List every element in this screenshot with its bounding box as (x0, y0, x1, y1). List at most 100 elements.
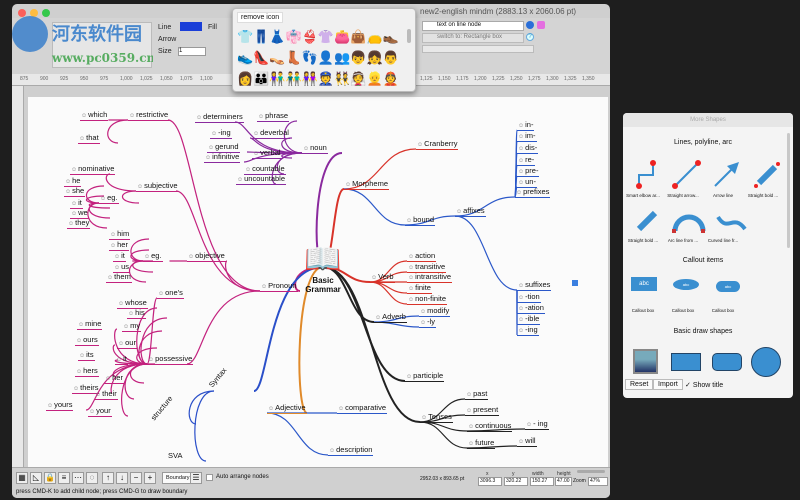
mindmap-node[interactable]: theirs (72, 384, 100, 394)
resize-handle[interactable] (572, 280, 578, 286)
mindmap-node[interactable]: past (465, 390, 489, 400)
mindmap-node[interactable]: it (115, 355, 128, 365)
mindmap-node[interactable]: participle (405, 372, 445, 382)
ungroup-icon[interactable]: ◌ (86, 472, 98, 484)
mindmap-node[interactable]: one's (157, 289, 184, 299)
mindmap-node[interactable]: will (517, 437, 537, 447)
mindmap-node[interactable]: in- (517, 121, 535, 131)
mindmap-node[interactable]: his (127, 309, 146, 319)
icon-well[interactable] (422, 45, 534, 53)
mindmap-node[interactable]: comparative (337, 404, 387, 414)
mindmap-node[interactable]: Tenses (420, 413, 453, 423)
mindmap-node[interactable]: your (88, 407, 112, 417)
mindmap-node[interactable]: future (467, 439, 496, 449)
mindmap-node[interactable]: that (78, 134, 100, 144)
mindmap-canvas[interactable]: 📖 Basic Grammar noundeterminersphrase-in… (28, 97, 608, 467)
mindmap-node[interactable]: pre- (517, 167, 540, 177)
auto-arrange-checkbox[interactable] (206, 474, 213, 481)
mindmap-node[interactable]: her (109, 241, 129, 251)
mindmap-node[interactable]: dis- (517, 144, 539, 154)
mindmap-node[interactable]: them (106, 273, 132, 283)
mindmap-node[interactable]: -ly (419, 318, 437, 328)
mindmap-node[interactable]: modify (419, 307, 451, 317)
mindmap-node[interactable]: Cranberry (416, 140, 459, 150)
mindmap-node[interactable]: description (328, 446, 374, 456)
remove-icon-button[interactable]: remove icon (237, 12, 284, 23)
mindmap-node[interactable]: hers (75, 367, 99, 377)
mindmap-node[interactable]: subjective (136, 182, 179, 192)
y-field[interactable]: 320.22 (504, 477, 528, 486)
move-up-icon[interactable]: ↑ (102, 472, 114, 484)
boundary-button[interactable]: Boundary (162, 472, 194, 484)
mindmap-node[interactable]: finite (407, 284, 432, 294)
close-button[interactable] (18, 9, 26, 17)
group-icon[interactable]: ⋯ (72, 472, 84, 484)
ruler-icon[interactable]: ◺ (30, 472, 42, 484)
mindmap-node[interactable]: its (78, 351, 95, 361)
x-field[interactable]: 3096.3 (478, 477, 502, 486)
mindmap-node[interactable]: action (407, 252, 437, 262)
mindmap-node[interactable]: bound (405, 216, 435, 226)
mindmap-node[interactable]: it (113, 252, 126, 262)
line-node-select[interactable]: text on line node (422, 21, 524, 31)
emoji-grid[interactable]: 👕👖👗👘👙👚👛👜👝👞👟👠👡👢👣👤👥👦👧👨👩👪👫👬👭👮👯👰👱👲👳👴👵😈👿👹👺💀👻👽… (237, 29, 399, 86)
reset-button[interactable]: Reset (625, 379, 654, 390)
align-icon[interactable]: ≡ (58, 472, 70, 484)
mindmap-node[interactable]: SVA (168, 451, 183, 460)
show-title-checkbox[interactable]: ✓ Show title (685, 382, 724, 389)
mindmap-node[interactable]: nominative (70, 165, 116, 175)
move-down-icon[interactable]: ↓ (116, 472, 128, 484)
mindmap-node[interactable]: prefixes (515, 188, 551, 198)
mindmap-node[interactable]: noun (302, 144, 328, 154)
mindmap-node[interactable]: deverbal (252, 129, 290, 139)
mindmap-node[interactable]: non-finite (407, 295, 447, 305)
mindmap-node[interactable]: re- (517, 156, 536, 166)
mindmap-node[interactable]: uncountable (236, 175, 287, 185)
zoom-button[interactable] (42, 9, 50, 17)
mindmap-node[interactable]: -ing (210, 129, 232, 139)
rectangle-shape[interactable] (671, 353, 701, 371)
mindmap-node[interactable]: our (117, 339, 137, 349)
mindmap-node[interactable]: they (67, 219, 91, 229)
zoom-select[interactable]: 47% (588, 477, 608, 486)
mindmap-node[interactable]: present (465, 406, 500, 416)
zoom-out-icon[interactable]: − (130, 472, 142, 484)
mindmap-node[interactable]: Morpheme (344, 180, 389, 190)
mindmap-node[interactable]: - ing (525, 420, 549, 430)
mindmap-node[interactable]: affixes (455, 207, 486, 217)
mindmap-node[interactable]: Pronoun (260, 282, 298, 292)
mindmap-node[interactable]: -ing (517, 326, 539, 336)
minimize-button[interactable] (30, 9, 38, 17)
mindmap-node[interactable]: un- (517, 178, 537, 188)
mindmap-node[interactable]: yours (46, 401, 74, 411)
mindmap-node[interactable]: verbal (252, 149, 282, 159)
mindmap-node[interactable]: which (80, 111, 109, 121)
shape-palette[interactable] (52, 22, 152, 68)
height-field[interactable]: 47.00 (555, 477, 572, 486)
callout-box-shape[interactable]: abc (631, 277, 657, 291)
mindmap-node[interactable]: mine (77, 320, 103, 330)
mindmap-node[interactable]: eg. (99, 194, 119, 204)
mindmap-node[interactable]: Adverb (374, 313, 407, 323)
mindmap-node[interactable]: restrictive (128, 111, 170, 121)
mindmap-node[interactable]: my (122, 322, 142, 332)
zoom-in-icon[interactable]: + (144, 472, 156, 484)
image-shape-icon[interactable] (633, 349, 658, 374)
mindmap-node[interactable]: determiners (195, 113, 244, 123)
size-field[interactable]: 1 (178, 47, 206, 56)
mindmap-node[interactable]: -ible (517, 315, 541, 325)
switch-shape-select[interactable]: switch to: Rectangle box (422, 33, 524, 43)
callout-oval-shape[interactable]: abc (673, 279, 699, 290)
line-color-well[interactable] (180, 22, 202, 31)
mindmap-node[interactable]: she (64, 187, 86, 197)
width-field[interactable]: 150.27 (530, 477, 554, 486)
mindmap-node[interactable]: their (94, 390, 118, 400)
import-button[interactable]: Import (653, 379, 683, 390)
lock-icon[interactable]: 🔒 (44, 472, 56, 484)
mindmap-node[interactable]: phrase (257, 112, 290, 122)
add-icon[interactable] (526, 21, 534, 29)
callout-cloud-shape[interactable]: abc (716, 281, 740, 292)
arrange-icon[interactable]: ☰ (190, 472, 202, 484)
mindmap-node[interactable]: him (109, 230, 131, 240)
fill-checkbox[interactable]: Fill (208, 24, 217, 31)
